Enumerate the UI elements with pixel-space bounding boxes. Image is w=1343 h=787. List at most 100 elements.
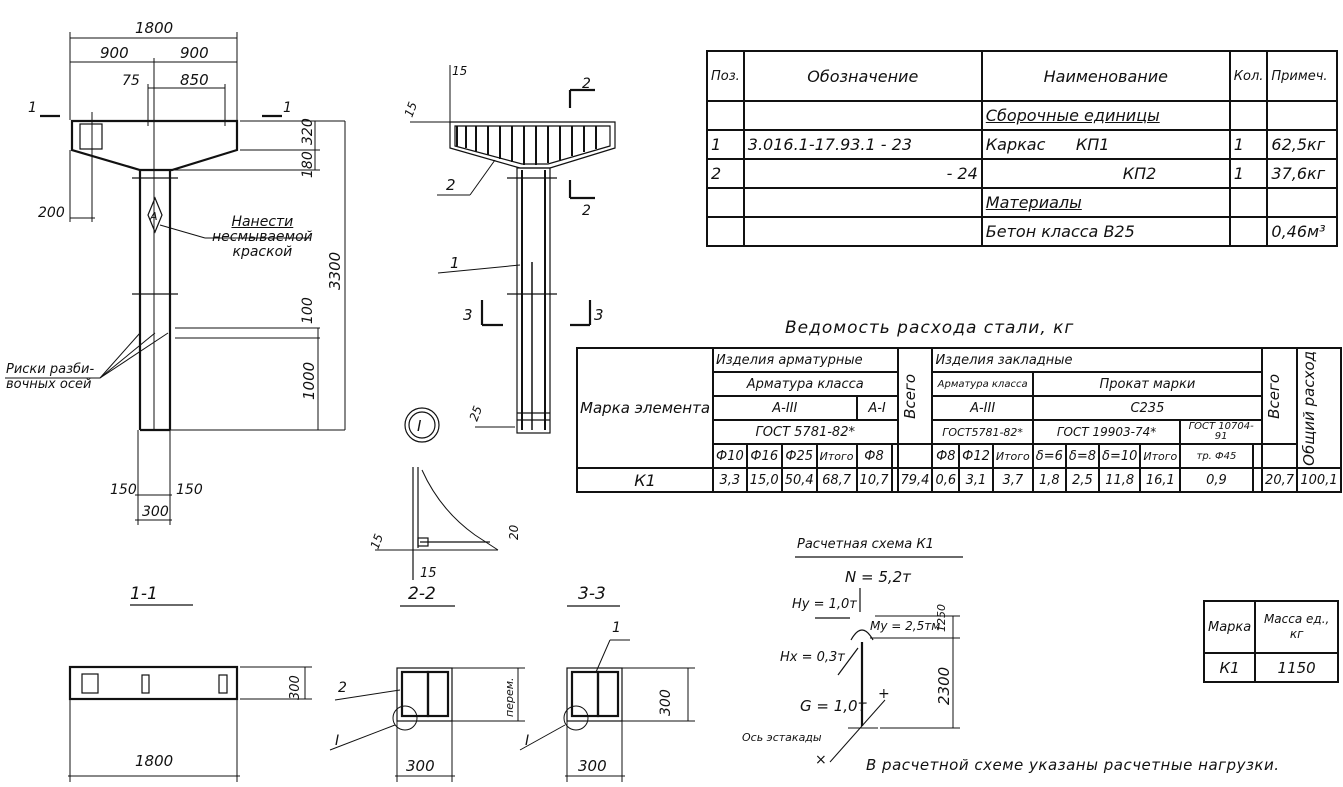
dim-75: 75 bbox=[122, 73, 140, 89]
plus-sign: + bbox=[878, 686, 890, 702]
dim-3300: 3300 bbox=[326, 252, 344, 290]
spec-designation: 3.016.1-17.93.1 - 23 bbox=[742, 129, 983, 160]
cell-overall: 100,1 bbox=[1296, 467, 1342, 493]
cell-value bbox=[1251, 467, 1264, 493]
section-1-1-height: 300 bbox=[288, 675, 303, 700]
cell-value: 10,7 bbox=[855, 467, 893, 493]
detail-i-view: 15 15 20 bbox=[368, 467, 521, 581]
mass-mark: К1 bbox=[1202, 652, 1257, 683]
cross-sign: × bbox=[815, 752, 827, 768]
section-mark-2-top: 2 bbox=[582, 76, 591, 92]
col-emb-f12: Ф12 bbox=[958, 443, 994, 469]
col-f25: Ф25 bbox=[780, 443, 818, 469]
spec-group-materials: Материалы bbox=[980, 187, 1231, 218]
col-subtotal: Итого bbox=[815, 443, 858, 469]
steel-header-prokat: Прокат марки bbox=[1031, 371, 1264, 397]
col-d10: δ=10 bbox=[1098, 443, 1142, 469]
load-hx: Hx = 0,3т bbox=[780, 650, 845, 665]
dim-900-left: 900 bbox=[100, 44, 129, 62]
footnote: В расчетной схеме указаны расчетные нагр… bbox=[866, 756, 1280, 774]
col-emb-subtotal: Итого bbox=[991, 443, 1034, 469]
spec-header-row: Поз. Обозначение Наименование Кол. Приме… bbox=[706, 50, 1338, 102]
dim-150-right: 150 bbox=[176, 482, 203, 498]
mass-header-mark: Марка bbox=[1202, 600, 1257, 654]
section-3-3-pos: 1 bbox=[612, 620, 621, 636]
section-1-1-width: 1800 bbox=[135, 752, 174, 770]
cell-value: 0,9 bbox=[1179, 467, 1254, 493]
col-tube: тр. Ф45 bbox=[1179, 443, 1254, 469]
axis-marks-note: Риски разби- вочных осей bbox=[6, 362, 94, 392]
section-2-2-width: 300 bbox=[406, 757, 435, 775]
cell-value: 3,1 bbox=[958, 467, 994, 493]
cell-total2: 20,7 bbox=[1261, 467, 1298, 493]
cell-value: 0,6 bbox=[931, 467, 961, 493]
steel-header-emb: Изделия закладные bbox=[931, 347, 1264, 373]
spec-note: 62,5кг bbox=[1266, 129, 1338, 160]
section-mark-1-right: 1 bbox=[283, 100, 292, 116]
dim-detail-15a: 15 bbox=[368, 532, 386, 551]
dim-detail-15b: 15 bbox=[420, 566, 437, 581]
cell-total1: 79,4 bbox=[896, 467, 934, 493]
axis-note-line2: вочных осей bbox=[6, 377, 92, 392]
steel-header-arm-class: Арматура класса bbox=[712, 371, 899, 397]
dim-1800: 1800 bbox=[135, 19, 173, 37]
dim-320: 320 bbox=[300, 118, 316, 145]
dim-200: 200 bbox=[38, 205, 65, 221]
row-mark: К1 bbox=[575, 467, 715, 493]
section-mark-1-left: 1 bbox=[28, 100, 37, 116]
col-prokat-subtotal: Итого bbox=[1139, 443, 1182, 469]
dim-15-side: 15 bbox=[402, 100, 420, 119]
dim-100: 100 bbox=[300, 297, 316, 324]
steel-header-mark: Марка элемента bbox=[575, 347, 715, 469]
paint-note-line3: краской bbox=[232, 244, 293, 260]
steel-header-emb-gost: ГОСТ5781-82* bbox=[931, 419, 1034, 445]
spec-name-code: КП2 bbox=[980, 158, 1231, 189]
load-n: N = 5,2т bbox=[845, 568, 911, 586]
paint-note-line2: несмываемой bbox=[212, 229, 313, 245]
steel-consumption-table: Марка элемента Изделия арматурные Всего … bbox=[575, 347, 1342, 493]
col-empty2 bbox=[1251, 443, 1264, 469]
steel-table-title: Ведомость расхода стали, кг bbox=[785, 318, 1075, 338]
spec-note: 0,46м³ bbox=[1266, 216, 1338, 247]
cell-value: 3,7 bbox=[991, 467, 1034, 493]
spec-header-name: Наименование bbox=[980, 50, 1231, 102]
dim-900-right: 900 bbox=[180, 44, 209, 62]
mass-header-mass: Масса ед., кг bbox=[1254, 600, 1339, 654]
elevation-view: 1800 900 900 75 850 A 1 1 320 180 bbox=[5, 19, 346, 525]
load-hy: Hy = 1,0т bbox=[792, 597, 857, 612]
mass-table: Марка Масса ед., кг К1 1150 bbox=[1202, 600, 1339, 683]
steel-header-a1: А-I bbox=[855, 395, 899, 421]
mass-row: К1 1150 bbox=[1202, 652, 1339, 683]
spec-name-code: КП1 bbox=[1075, 135, 1110, 154]
steel-header-gost1: ГОСТ 5781-82* bbox=[712, 419, 899, 445]
spec-pos: 2 bbox=[706, 158, 745, 189]
specification-table: Поз. Обозначение Наименование Кол. Приме… bbox=[706, 50, 1338, 247]
load-g: G = 1,0т bbox=[800, 697, 867, 715]
section-1-1-title: 1-1 bbox=[130, 584, 158, 604]
spec-header-pos: Поз. bbox=[706, 50, 745, 102]
steel-header-arm: Изделия арматурные bbox=[712, 347, 899, 373]
section-1-1 bbox=[68, 604, 312, 782]
col-d8: δ=8 bbox=[1064, 443, 1101, 469]
dim-180: 180 bbox=[300, 151, 316, 178]
steel-header-total1: Всего bbox=[900, 373, 919, 419]
steel-header-emb-a3: А-III bbox=[931, 395, 1034, 421]
section-2-2-height: перем. bbox=[503, 677, 516, 717]
steel-header-gost2: ГОСТ 19903-74* bbox=[1031, 419, 1182, 445]
dim-1250: 1250 bbox=[935, 604, 948, 632]
marker-a-icon: A bbox=[149, 210, 158, 223]
spec-name: Бетон класса В25 bbox=[980, 216, 1231, 247]
cell-value: 16,1 bbox=[1139, 467, 1182, 493]
spec-qty: 1 bbox=[1228, 129, 1269, 160]
dim-2300: 2300 bbox=[935, 666, 953, 705]
cell-value bbox=[890, 467, 899, 493]
cell-value: 50,4 bbox=[780, 467, 818, 493]
cell-value: 3,3 bbox=[712, 467, 748, 493]
section-mark-2-bottom: 2 bbox=[582, 203, 591, 219]
cell-value: 11,8 bbox=[1098, 467, 1142, 493]
section-mark-3-right: 3 bbox=[594, 306, 604, 324]
spec-name-main: Каркас bbox=[985, 135, 1046, 154]
col-emb-f8: Ф8 bbox=[931, 443, 961, 469]
position-2-label: 2 bbox=[446, 176, 456, 194]
